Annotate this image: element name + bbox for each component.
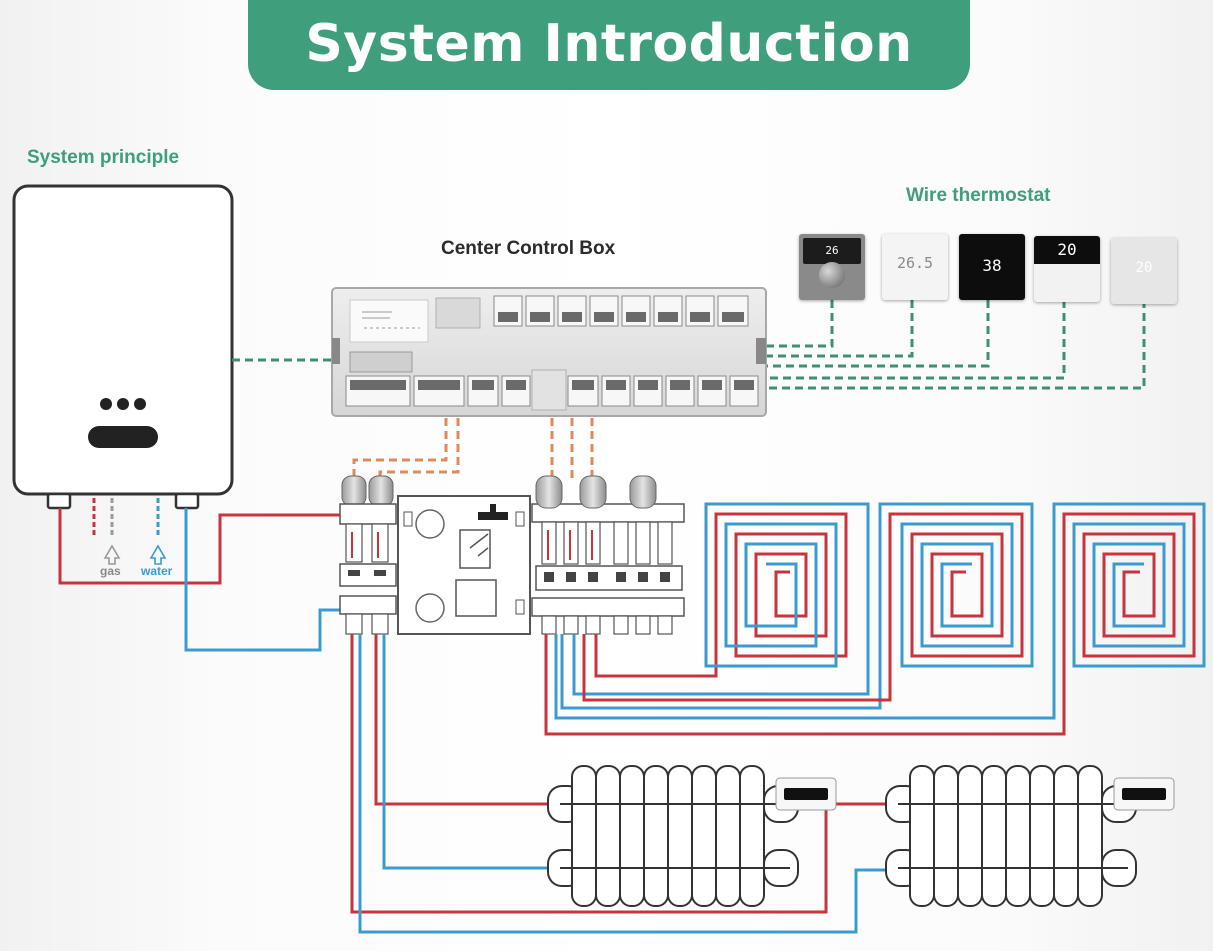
thermostat-4: 20 [1034, 236, 1100, 302]
center-control-box-label: Center Control Box [441, 238, 616, 259]
boiler-connections [92, 498, 167, 565]
boiler-supply-pipe [58, 508, 345, 585]
radiator-return-pipe [382, 634, 548, 870]
thermostat-knob-icon [819, 262, 845, 288]
thermostat-1: 26 [799, 234, 865, 300]
thermostat-5: 20 [1111, 238, 1177, 304]
thermostat-3: 38 [959, 234, 1025, 300]
actuator-wiring [352, 418, 594, 480]
floor-loop-1-supply [594, 512, 848, 678]
thermostat-wiring [232, 300, 1146, 390]
gas-label: gas [100, 564, 121, 578]
thermostat-3-reading: 38 [982, 256, 1002, 275]
floor-loop-2-return [560, 502, 1034, 710]
thermostat-2-reading: 26.5 [896, 254, 934, 272]
radiator-icon [547, 765, 1137, 907]
thermostat-1-reading: 26 [803, 238, 861, 264]
control-box-icon [331, 287, 767, 417]
water-label: water [141, 564, 173, 578]
thermostat-5-reading: 20 [1135, 260, 1153, 276]
radiator-supply-pipe [374, 634, 548, 806]
radiator-return-main [358, 634, 886, 934]
floor-loop-3-return [554, 502, 1206, 720]
wire-thermostat-label: Wire thermostat [906, 185, 1051, 206]
thermostat-2: 26.5 [882, 234, 948, 300]
page-title: System Introduction [305, 14, 913, 74]
thermostat-4-reading: 20 [1034, 236, 1100, 264]
radiator-supply-main [350, 634, 886, 914]
boiler-return-pipe [184, 508, 345, 652]
manifold-icon [339, 475, 685, 635]
system-principle-label: System principle [27, 147, 180, 168]
title-banner: System Introduction [248, 0, 970, 90]
floor-loop-2-supply [582, 512, 1024, 702]
radiator-valve-head-icon [775, 777, 1175, 811]
boiler-icon [12, 184, 234, 510]
floor-loop-1-return [572, 502, 870, 696]
floor-loop-3-supply [544, 512, 1196, 736]
